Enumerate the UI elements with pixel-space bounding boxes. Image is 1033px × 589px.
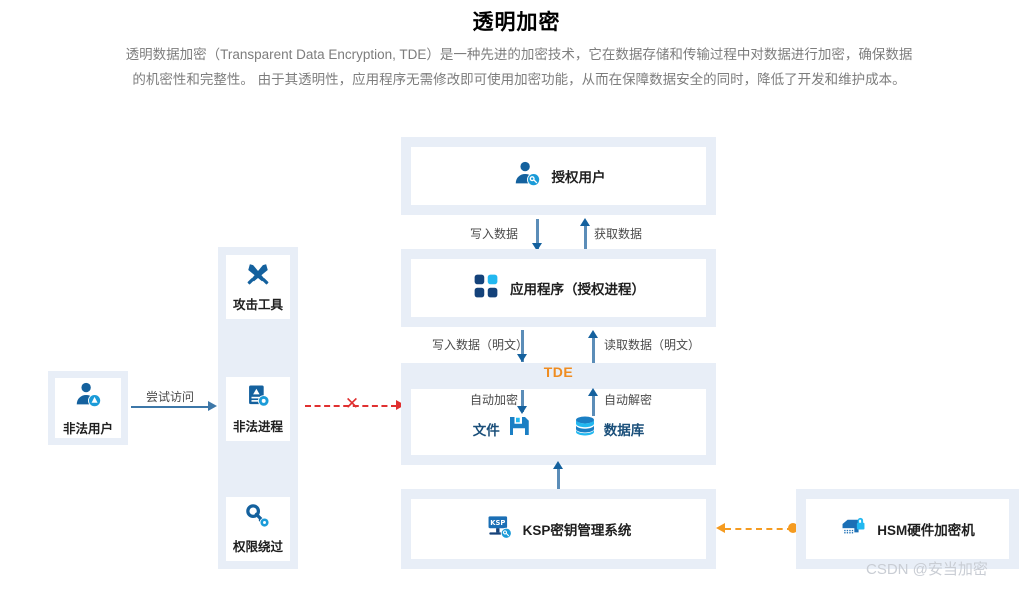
auto-encrypt-label: 自动加密 [470, 393, 519, 407]
ksp-node[interactable]: KSP KSP密钥管理系统 [401, 489, 716, 569]
hsm-node[interactable]: HSM硬件加密机 [796, 489, 1019, 569]
authorized-user-label: 授权用户 [551, 170, 606, 185]
user-key-icon [512, 159, 542, 194]
user-warning-icon [73, 380, 103, 415]
fetch-data-arrowhead [580, 218, 590, 226]
fetch-data-line [584, 224, 587, 252]
auto-decrypt-line [592, 394, 595, 416]
write-data-arrowhead [532, 243, 542, 251]
tde-database-label: 数据库 [603, 422, 645, 438]
authorized-user-inner: 授权用户 [411, 147, 706, 205]
ksp-hsm-arrowhead [716, 523, 725, 533]
write-data-plain-line [521, 330, 524, 362]
attack-item-label: 非法进程 [232, 420, 283, 434]
write-data-plain-arrowhead [517, 354, 527, 362]
tde-file-item[interactable]: 文件 [473, 414, 531, 443]
database-icon [573, 414, 597, 443]
attack-item-tools[interactable]: 攻击工具 [226, 255, 290, 319]
page-title: 透明加密 [472, 11, 561, 34]
svg-text:KSP: KSP [490, 519, 505, 527]
illegal-user-node[interactable]: 非法用户 [48, 371, 128, 445]
ksp-inner: KSP KSP密钥管理系统 [411, 499, 706, 559]
write-data-plain-label: 写入数据（明文） [432, 338, 529, 352]
read-data-plain-line [592, 336, 595, 364]
ksp-monitor-key-icon: KSP [486, 513, 513, 545]
illegal-user-label: 非法用户 [62, 421, 113, 436]
attack-item-process[interactable]: 非法进程 [226, 377, 290, 441]
tde-storage-row: 文件 [473, 414, 645, 443]
tde-database-item[interactable]: 数据库 [573, 414, 645, 443]
ksp-tde-line [557, 468, 560, 492]
hsm-lock-icon [840, 513, 867, 545]
authorized-user-node[interactable]: 授权用户 [401, 137, 716, 215]
floppy-disk-icon [507, 414, 531, 443]
tde-title: TDE [543, 364, 574, 380]
ksp-hsm-endpoint-dot [788, 523, 798, 533]
tde-node[interactable]: 文件 [401, 363, 716, 465]
document-warning-icon [245, 383, 271, 414]
application-node[interactable]: 应用程序（授权进程） [401, 249, 716, 327]
auto-decrypt-label: 自动解密 [604, 393, 653, 407]
illegal-user-inner: 非法用户 [55, 378, 121, 438]
auto-decrypt-arrowhead [588, 388, 598, 396]
blocked-cross-icon: ✕ [344, 394, 360, 413]
attack-vector-column: 攻击工具 非法进程 权限绕过 [218, 247, 298, 569]
attack-item-privilege[interactable]: 权限绕过 [226, 497, 290, 561]
tde-file-label: 文件 [472, 422, 500, 438]
write-data-line [536, 219, 539, 251]
write-data-label: 写入数据 [470, 227, 519, 241]
crossed-swords-icon [245, 261, 271, 292]
tde-inner: 文件 [411, 389, 706, 455]
fetch-data-label: 获取数据 [594, 227, 643, 241]
read-data-plain-arrowhead [588, 330, 598, 338]
hsm-inner: HSM硬件加密机 [806, 499, 1009, 559]
auto-encrypt-line [521, 390, 524, 412]
hsm-label: HSM硬件加密机 [877, 523, 975, 538]
blocked-access-line [305, 405, 397, 407]
access-attempt-arrowhead [208, 401, 217, 411]
read-data-plain-label: 读取数据（明文） [604, 338, 701, 352]
auto-encrypt-arrowhead [517, 406, 527, 414]
access-attempt-label: 尝试访问 [146, 390, 195, 404]
attack-item-label: 权限绕过 [232, 540, 283, 554]
ksp-hsm-line [725, 528, 793, 530]
watermark: CSDN @安当加密 [866, 561, 988, 578]
ksp-label: KSP密钥管理系统 [522, 523, 632, 538]
page-description: 透明数据加密（Transparent Data Encryption, TDE）… [125, 47, 913, 87]
key-gear-icon [245, 503, 271, 534]
ksp-tde-arrowhead [553, 461, 563, 469]
access-attempt-line [131, 406, 209, 408]
application-label: 应用程序（授权进程） [510, 282, 645, 297]
attack-item-label: 攻击工具 [232, 298, 283, 312]
blocked-access-arrowhead [396, 400, 405, 410]
app-squares-icon [472, 272, 500, 305]
application-inner: 应用程序（授权进程） [411, 259, 706, 317]
